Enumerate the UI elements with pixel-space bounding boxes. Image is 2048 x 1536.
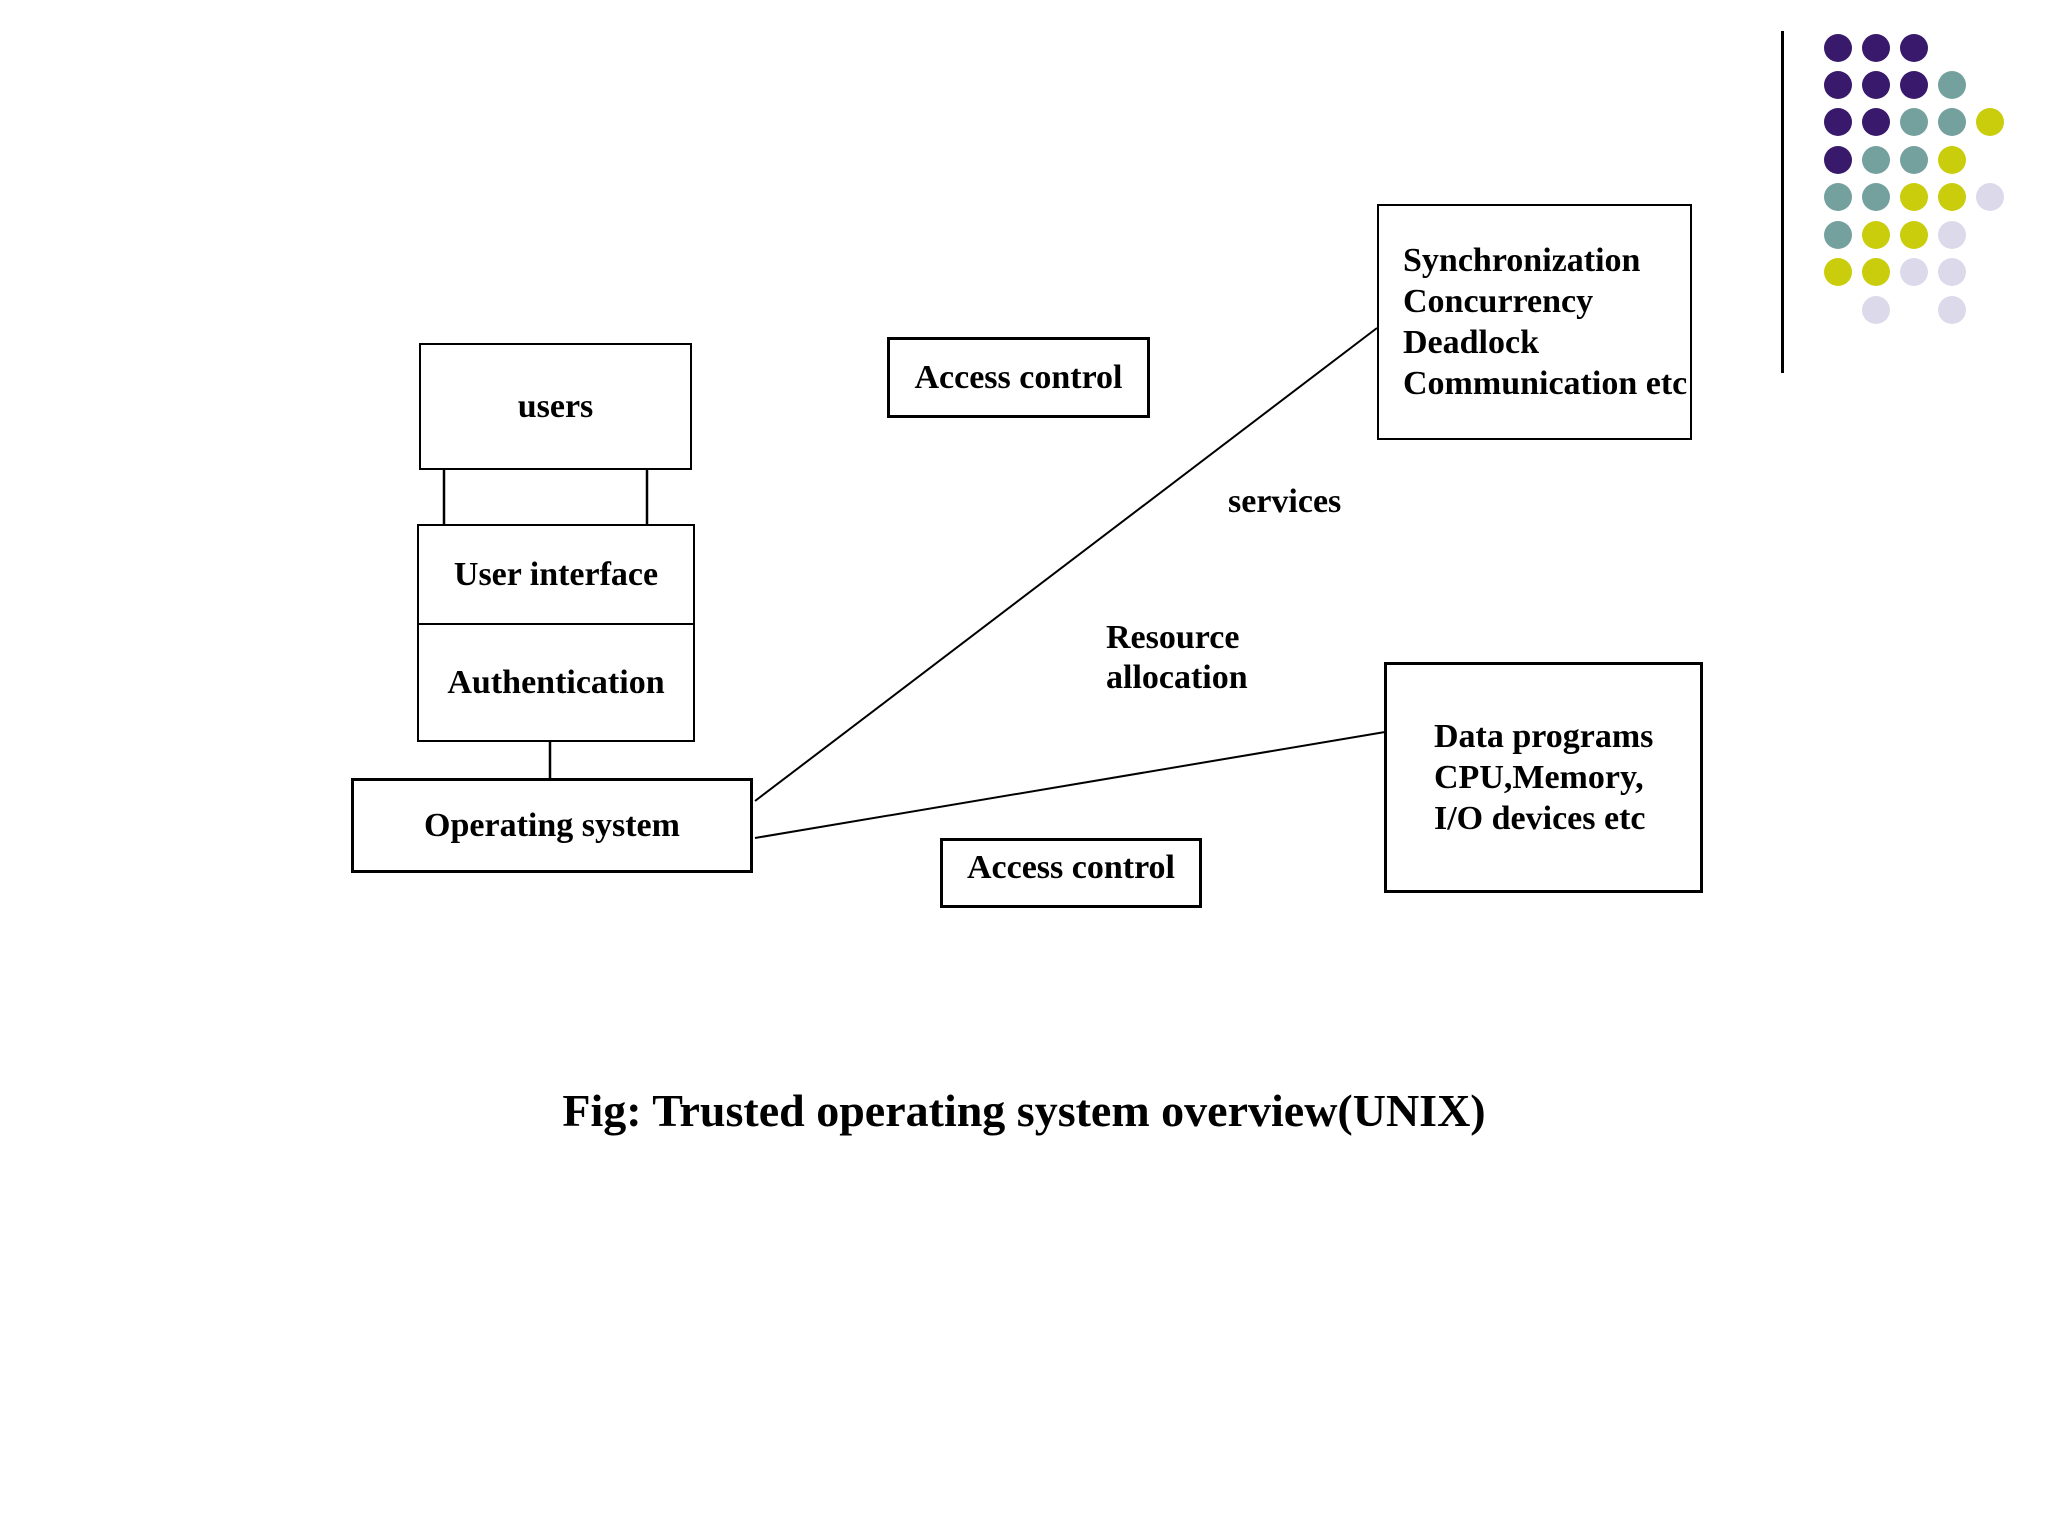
decorative-dot <box>1938 258 1966 286</box>
resources-line: CPU,Memory, <box>1434 759 1644 796</box>
kernel-services-line: Communication etc <box>1403 365 1688 402</box>
decorative-dot <box>1824 183 1852 211</box>
decorative-dot <box>1900 34 1928 62</box>
decorative-dot <box>1976 108 2004 136</box>
services-edge-label: services <box>1228 483 1342 520</box>
authentication-box-label: Authentication <box>447 663 665 701</box>
user-interface-box: User interface <box>417 524 695 625</box>
decorative-dot <box>1862 71 1890 99</box>
os-to-services-line <box>754 327 1378 802</box>
decorative-dot <box>1862 183 1890 211</box>
users-box-label: users <box>517 387 594 425</box>
decorative-dot <box>1862 146 1890 174</box>
resource-allocation-line: Resource <box>1106 619 1240 656</box>
resources-line: I/O devices etc <box>1434 800 1646 837</box>
decorative-dot <box>1900 71 1928 99</box>
decorative-dot <box>1862 258 1890 286</box>
decorative-dot <box>1900 108 1928 136</box>
decorative-dot <box>1824 71 1852 99</box>
decorative-dot <box>1824 34 1852 62</box>
users-box: users <box>419 343 692 470</box>
decorative-dot <box>1862 34 1890 62</box>
kernel-services-box: Synchronization Concurrency Deadlock Com… <box>1377 204 1692 440</box>
decorative-dot <box>1824 258 1852 286</box>
decorative-dot <box>1976 183 2004 211</box>
user-interface-box-label: User interface <box>453 555 659 593</box>
decorative-dot <box>1824 221 1852 249</box>
decorative-dot <box>1938 146 1966 174</box>
access-control-top-box: Access control <box>887 337 1150 418</box>
decorative-dot <box>1824 108 1852 136</box>
decorative-dot <box>1900 221 1928 249</box>
access-control-top-label: Access control <box>914 358 1123 396</box>
figure-caption: Fig: Trusted operating system overview(U… <box>562 1085 1486 1136</box>
os-to-resources-line <box>754 731 1386 839</box>
decorative-dot <box>1824 146 1852 174</box>
operating-system-box-label: Operating system <box>424 806 680 844</box>
divider-line <box>1781 31 1784 373</box>
resources-line: Data programs <box>1434 718 1654 755</box>
decorative-dot <box>1938 183 1966 211</box>
access-control-bottom-label: Access control <box>966 849 1176 886</box>
resource-allocation-line: allocation <box>1106 659 1248 696</box>
decorative-dot <box>1938 108 1966 136</box>
kernel-services-line: Concurrency <box>1403 283 1594 320</box>
decorative-dot <box>1900 183 1928 211</box>
kernel-services-line: Synchronization <box>1403 242 1641 279</box>
resources-box: Data programs CPU,Memory, I/O devices et… <box>1384 662 1703 893</box>
decorative-dot <box>1862 296 1890 324</box>
kernel-services-line: Deadlock <box>1403 324 1539 361</box>
decorative-dot <box>1900 258 1928 286</box>
resource-allocation-edge-label: Resource allocation <box>1106 618 1248 698</box>
access-control-bottom-box: Access control <box>940 838 1202 908</box>
decorative-dot <box>1938 71 1966 99</box>
authentication-box: Authentication <box>417 623 695 742</box>
decorative-dot <box>1862 108 1890 136</box>
operating-system-box: Operating system <box>351 778 753 873</box>
decorative-dot <box>1900 146 1928 174</box>
decorative-dot <box>1938 221 1966 249</box>
decorative-dot <box>1862 221 1890 249</box>
decorative-dot <box>1938 296 1966 324</box>
